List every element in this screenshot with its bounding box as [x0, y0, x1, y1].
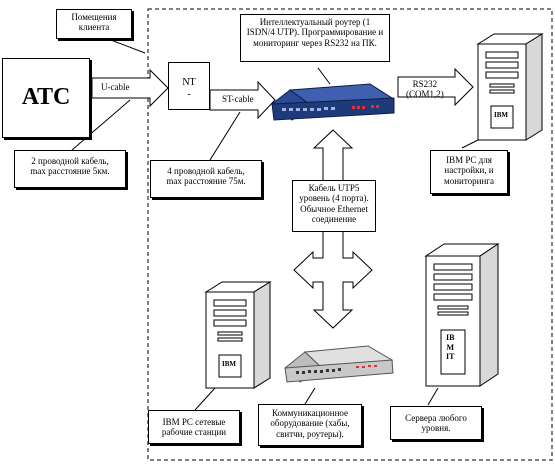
ibm-ws-line1: IBM PC сетевые — [162, 417, 226, 427]
ats-box: АТС — [2, 58, 90, 138]
servers-pointer — [427, 387, 439, 406]
utp-line4: соединение — [311, 214, 357, 225]
nt-label: NT — [182, 77, 196, 88]
ibm-ws-line2: рабочие станции — [161, 427, 227, 438]
cable-4wire-pointer — [209, 111, 241, 161]
ibm-config-pointer — [461, 139, 479, 149]
rs232-arrow — [397, 67, 474, 107]
servers-line1: Сервера любого — [405, 413, 467, 423]
router-desc-line2: ISDN/4 UTP). Программирование и — [246, 27, 384, 38]
ibm-config-line2: настройки, и — [444, 165, 494, 176]
router-ports — [282, 107, 335, 111]
utp-line1: Кабель UTP5 — [308, 183, 360, 193]
rs232-line1: RS232 — [412, 79, 438, 89]
ibm-config-line1: IBM PC для — [446, 155, 492, 165]
nt-dash: - — [187, 88, 191, 100]
comm-line1: Коммуникационное — [271, 408, 348, 418]
ibm-logo-server: IB M IT — [446, 333, 454, 362]
cable-2wire-line1: 2 проводной кабель, — [31, 156, 109, 166]
cable-4wire-line2: max расстояние 75м. — [166, 176, 246, 187]
servers-label: Сервера любого уровня. — [390, 406, 482, 440]
ibm-config-line3: мониторинга — [444, 175, 494, 186]
hub-device — [284, 345, 394, 383]
client-premises-line2: клиента — [78, 22, 110, 33]
comm-equipment-pointer — [304, 387, 316, 405]
st-cable-label: ST-cable — [222, 94, 254, 104]
cable-2wire-label: 2 проводной кабель, max расстояние 5км. — [14, 150, 126, 188]
cable-2wire-line2: max расстояние 5км. — [30, 166, 110, 177]
ibm-logo-pc-config: IBM — [494, 111, 508, 119]
ibm-config-label: IBM PC для настройки, и мониторинга — [430, 150, 508, 194]
router-leds — [352, 105, 379, 109]
router-desc-line3: мониторинг через RS232 на ПК. — [253, 37, 377, 48]
client-premises-pointer — [102, 36, 146, 54]
ibm-logo-server-line1: IB — [446, 333, 455, 342]
utp-line2: уровень (4 порта). — [299, 193, 369, 204]
router-pointer — [317, 67, 331, 85]
cable-4wire-label: 4 проводной кабель, max расстояние 75м. — [150, 160, 262, 198]
u-cable-arrow — [91, 68, 169, 108]
comm-line2: оборудование (хабы, — [270, 418, 350, 429]
server-tower — [424, 243, 500, 387]
ibm-logo-server-line2: M — [446, 342, 454, 352]
client-premises-line1: Помещения — [71, 12, 117, 22]
cable-2wire-pointer — [71, 99, 131, 151]
client-premises-boundary — [147, 8, 553, 461]
router-device — [271, 83, 395, 121]
st-cable-arrow — [209, 80, 276, 120]
cable-4wire-line1: 4 проводной кабель, — [167, 166, 245, 176]
servers-line2: уровня. — [421, 423, 451, 434]
nt-box: NT - — [168, 62, 210, 110]
pc-tower-config — [476, 33, 544, 141]
ibm-logo-pc-ws: IBM — [222, 360, 236, 368]
u-cable-label: U-cable — [101, 82, 130, 92]
ats-label: АТС — [21, 84, 71, 111]
router-desc-line1: Интеллектуальный роутер (1 — [259, 17, 371, 27]
client-premises-label: Помещения клиента — [56, 9, 132, 39]
pc-tower-workstations — [204, 281, 272, 389]
ibm-workstations-label: IBM PC сетевые рабочие станции — [148, 410, 240, 444]
ibm-ws-pointer — [194, 387, 216, 411]
router-description: Интеллектуальный роутер (1 ISDN/4 UTP). … — [240, 14, 390, 62]
rs232-line2: (COM1,2) — [406, 88, 444, 99]
utp-line3: Обычное Ethernet — [300, 203, 368, 214]
comm-equipment-label: Коммуникационное оборудование (хабы, сви… — [258, 404, 362, 446]
comm-line3: свитчи, роутеры). — [276, 428, 344, 439]
rs232-label: RS232 (COM1,2) — [406, 79, 444, 100]
utp-description: Кабель UTP5 уровень (4 порта). Обычное E… — [292, 180, 376, 232]
ibm-logo-server-line3: IT — [446, 352, 455, 362]
